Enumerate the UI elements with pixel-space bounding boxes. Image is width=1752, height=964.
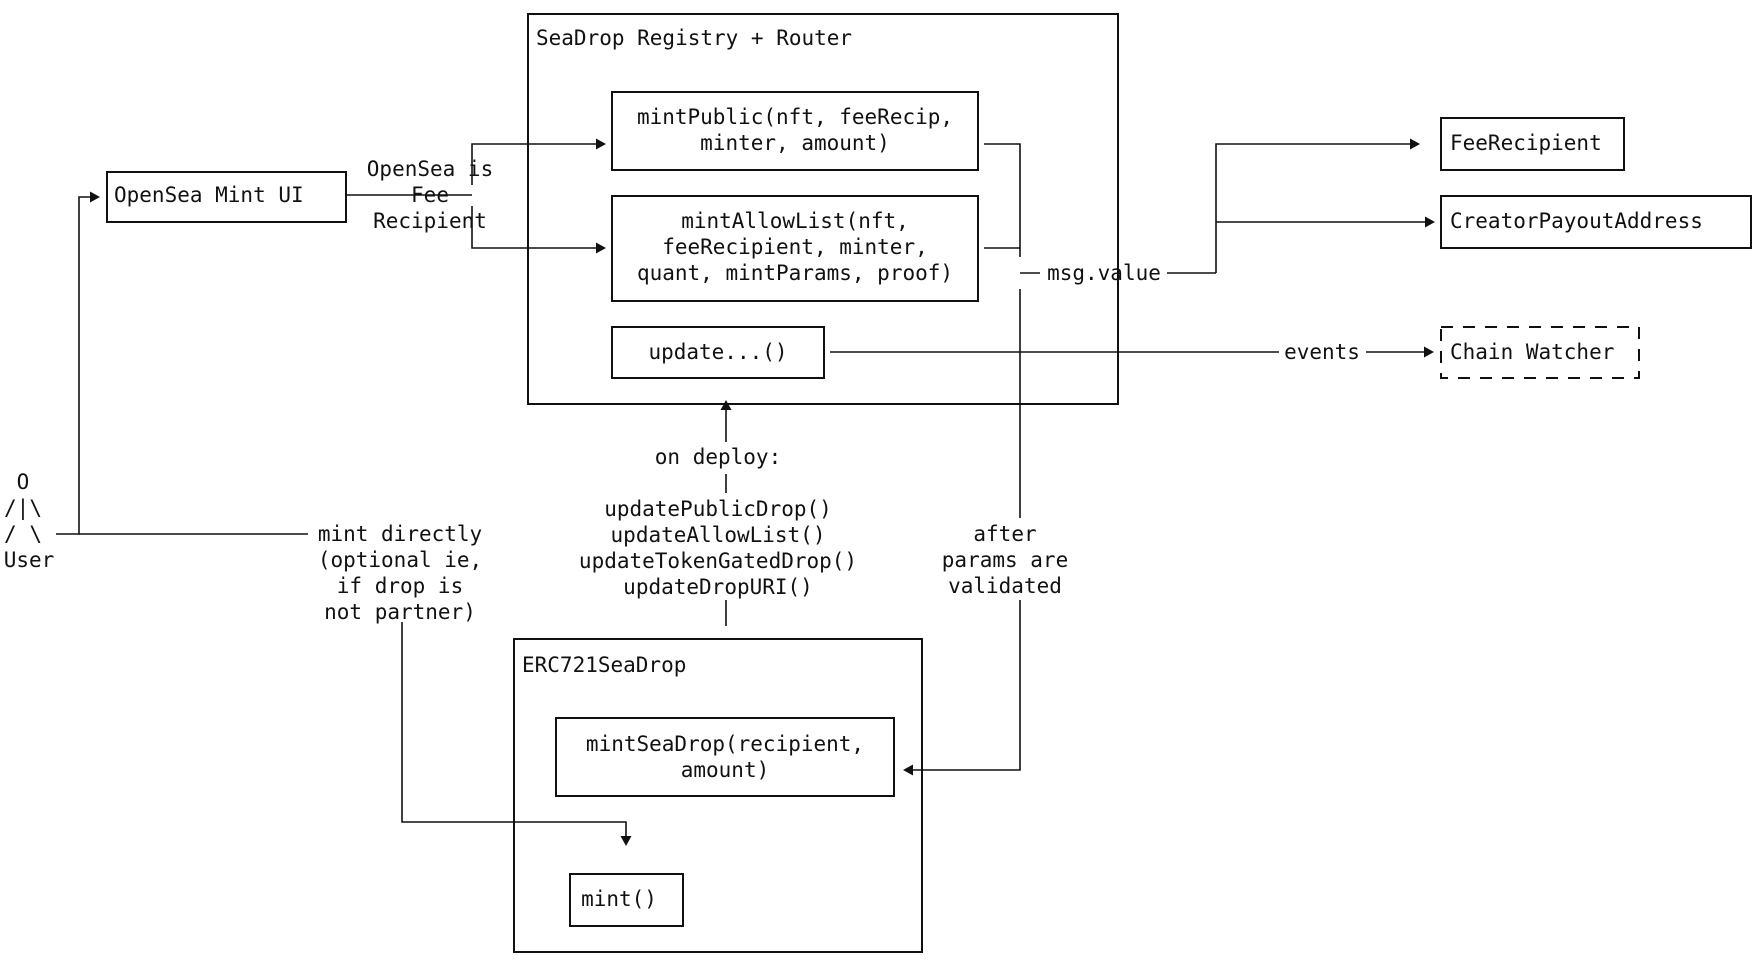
chain-watcher-label: Chain Watcher (1450, 340, 1614, 364)
mint-seadrop-box[interactable] (555, 717, 895, 797)
opensea-mint-ui-label: OpenSea Mint UI (114, 183, 304, 207)
mint-allow-list-line-3: quant, mintParams, proof) (637, 261, 953, 285)
mint-allow-list-line-1: mintAllowList(nft, (681, 209, 909, 233)
user-figure-legs: / \ (4, 522, 42, 546)
mint-directly-line-3: if drop is (337, 574, 463, 598)
erc721-seadrop-box (513, 638, 923, 953)
mint-public-line-1: mintPublic(nft, feeRecip, (637, 105, 953, 129)
arrowhead-to-mint (620, 836, 632, 846)
arrowhead-to-mint-allow-list (596, 242, 606, 254)
edge-fork-to-mint-public (471, 143, 596, 185)
deploy-call-3: updateTokenGatedDrop() (579, 549, 857, 573)
update-box[interactable] (611, 326, 825, 379)
boxes (106, 13, 1752, 953)
arrowhead-to-mint-seadrop (903, 764, 913, 776)
arrowhead-to-chain-watcher (1424, 346, 1434, 358)
chain-watcher-box[interactable] (1440, 326, 1640, 379)
seadrop-registry-title: SeaDrop Registry + Router (536, 26, 852, 50)
erc721-seadrop-title: ERC721SeaDrop (522, 653, 686, 677)
mint-directly-line-2: (optional ie, (318, 548, 482, 572)
user-figure-head: O (17, 470, 30, 494)
deploy-call-4: updateDropURI() (623, 575, 813, 599)
events-label: events (1284, 340, 1360, 364)
user-actor[interactable]: O /|\ / \ User (4, 470, 55, 572)
creator-payout-address-label: CreatorPayoutAddress (1450, 209, 1703, 233)
user-figure-body: /|\ (4, 496, 42, 521)
update-label: update...() (648, 340, 787, 364)
opensea-mint-ui-box[interactable] (106, 171, 347, 223)
after-validated-line-3: validated (948, 574, 1062, 598)
edge-mint-public-out (984, 143, 1021, 257)
mint-directly-line-1: mint directly (318, 522, 482, 546)
mint-allow-list-box[interactable] (611, 195, 979, 302)
arrowhead-to-fee-recipient (1410, 138, 1420, 150)
edge-split-to-fee-recipient (1215, 143, 1410, 273)
after-validated-line-1: after (973, 522, 1036, 546)
mint-directly-line-4: not partner) (324, 600, 476, 624)
deploy-call-2: updateAllowList() (611, 523, 826, 547)
on-deploy-label: on deploy: (655, 445, 781, 469)
mint-allow-list-line-2: feeRecipient, minter, (662, 235, 928, 259)
mint-seadrop-line-1: mintSeaDrop(recipient, (586, 732, 864, 756)
arrowhead-to-mint-public (596, 138, 606, 150)
mint-public-line-2: minter, amount) (700, 131, 890, 155)
arrowhead-to-creator-payout (1425, 216, 1435, 228)
creator-payout-address-box[interactable] (1440, 195, 1752, 249)
labels: O /|\ / \ User OpenSea Mint UI SeaDrop R… (4, 26, 1703, 911)
fee-recipient-box[interactable] (1440, 117, 1625, 171)
user-label: User (4, 548, 55, 572)
opensea-fee-label-line-1: OpenSea is (367, 157, 493, 181)
mint-public-box[interactable] (611, 91, 979, 171)
seadrop-registry-box (527, 13, 1119, 405)
mint-label: mint() (581, 887, 657, 911)
after-validated-line-2: params are (942, 548, 1068, 572)
edge-fork-to-mint-allow-list (471, 206, 596, 249)
opensea-fee-label-line-3: Recipient (373, 209, 487, 233)
edge-user-to-opensea-ui (56, 196, 90, 535)
fee-recipient-label: FeeRecipient (1450, 131, 1602, 155)
deploy-call-1: updatePublicDrop() (604, 497, 832, 521)
arrowhead-user-to-opensea-ui (90, 191, 100, 203)
msg-value-label: msg.value (1047, 261, 1161, 285)
mint-box[interactable] (569, 873, 684, 927)
edge-after-to-mint-seadrop (913, 600, 1021, 771)
mint-seadrop-line-2: amount) (681, 758, 770, 782)
opensea-fee-label-line-2: Fee (411, 183, 449, 207)
